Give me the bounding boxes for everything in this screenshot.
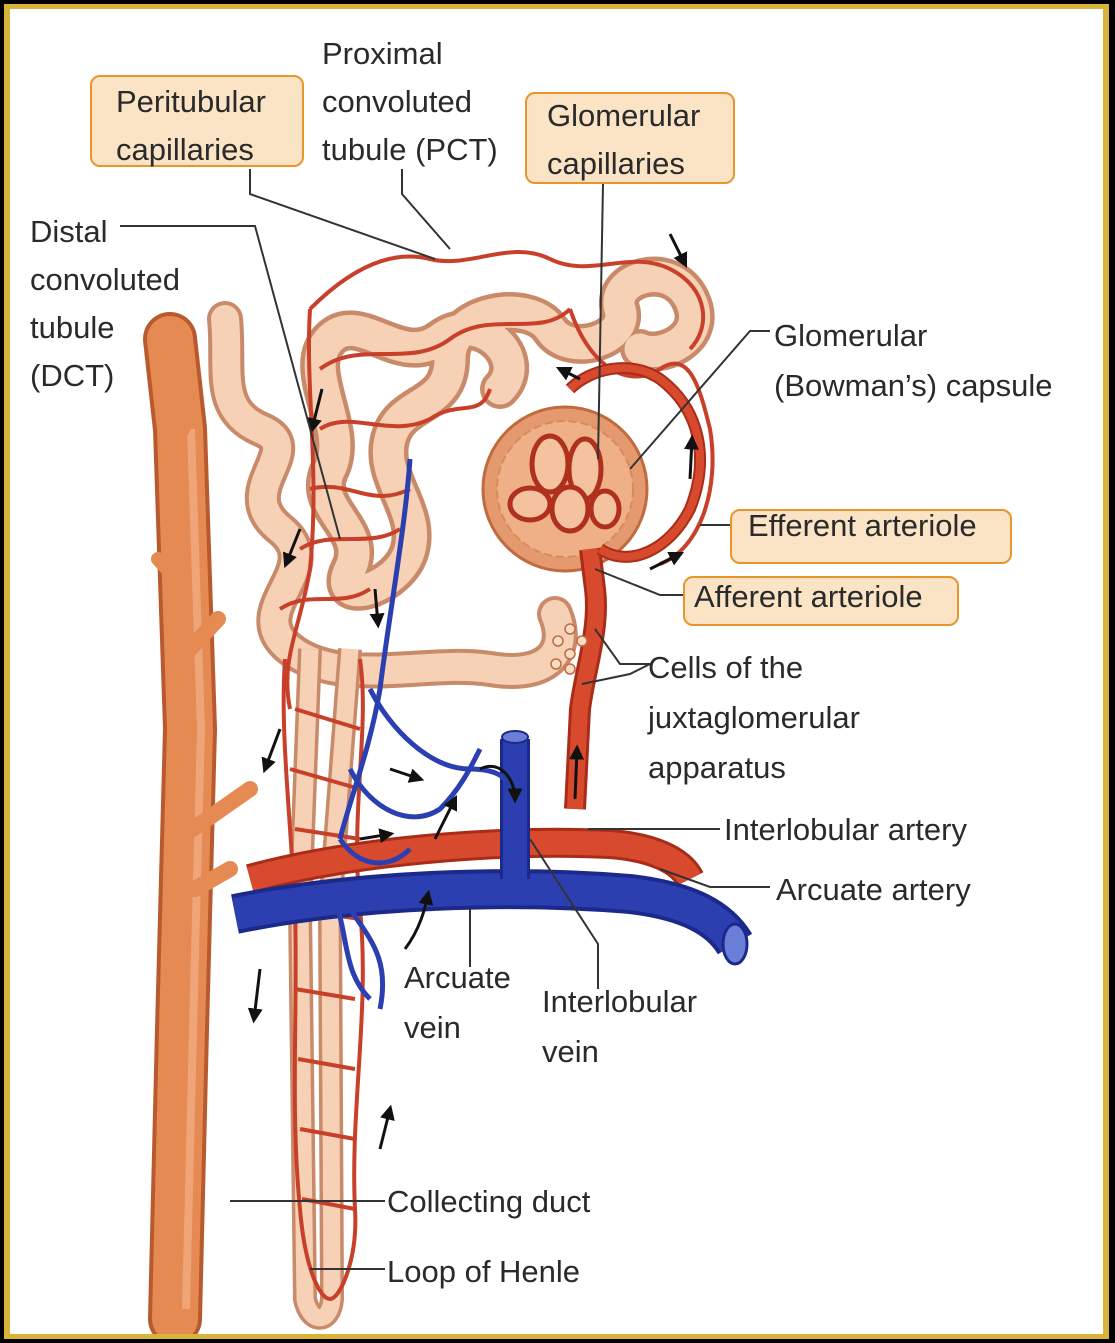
label-distal-1: Distal xyxy=(30,207,108,256)
label-jga-3: apparatus xyxy=(648,743,786,792)
label-efferent-arteriole: Efferent arteriole xyxy=(748,501,977,550)
label-interlobular-vein-1: Interlobular xyxy=(542,977,697,1026)
diagram-panel: Proximal convoluted tubule (PCT) Peritub… xyxy=(10,9,1103,1334)
label-capsule-1: Glomerular xyxy=(774,311,927,360)
label-distal-4: (DCT) xyxy=(30,351,114,400)
loop-of-henle xyxy=(300,649,350,1318)
label-distal-3: tubule xyxy=(30,303,114,352)
interlobular-vein xyxy=(502,731,528,879)
label-glomerular-cap-1: Glomerular xyxy=(547,91,700,140)
label-loop-of-henle: Loop of Henle xyxy=(387,1247,580,1296)
label-arcuate-artery: Arcuate artery xyxy=(776,865,971,914)
label-interlobular-vein-2: vein xyxy=(542,1027,599,1076)
label-proximal-3: tubule (PCT) xyxy=(322,125,498,174)
label-proximal-2: convoluted xyxy=(322,77,472,126)
label-arcuate-vein-2: vein xyxy=(404,1003,461,1052)
bowmans-capsule xyxy=(483,407,647,571)
label-jga-2: juxtaglomerular xyxy=(648,693,860,742)
label-peritubular-2: capillaries xyxy=(116,125,254,174)
label-collecting-duct: Collecting duct xyxy=(387,1177,590,1226)
collecting-duct xyxy=(158,339,250,1319)
label-glomerular-cap-2: capillaries xyxy=(547,139,685,188)
label-interlobular-artery: Interlobular artery xyxy=(724,805,967,854)
label-distal-2: convoluted xyxy=(30,255,180,304)
label-afferent-arteriole: Afferent arteriole xyxy=(694,572,923,621)
label-jga-1: Cells of the xyxy=(648,643,803,692)
label-proximal-1: Proximal xyxy=(322,29,443,78)
nephron-illustration xyxy=(10,9,1103,1334)
label-arcuate-vein-1: Arcuate xyxy=(404,953,511,1002)
label-peritubular-1: Peritubular xyxy=(116,77,266,126)
label-capsule-2: (Bowman’s) capsule xyxy=(774,361,1053,410)
